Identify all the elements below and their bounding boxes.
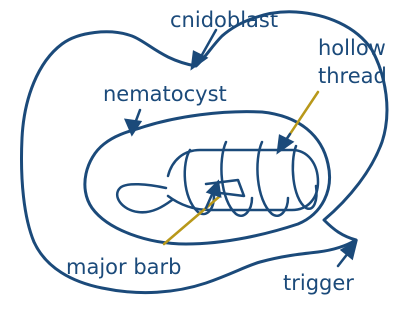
cnidoblast-pointer-arrowhead — [192, 52, 206, 68]
coiled-thread-loop — [117, 184, 172, 212]
hollow-thread-label-line2: thread — [318, 66, 387, 87]
trigger-label: trigger — [283, 273, 354, 294]
cnidoblast-label: cnidoblast — [170, 10, 278, 31]
hollow-thread-coil-2 — [221, 142, 252, 216]
major-barb-label: major barb — [66, 257, 181, 278]
hollow-thread-coil-3 — [257, 142, 288, 216]
hollow-thread-label-line1: hollow — [318, 38, 386, 59]
nematocyst-label: nematocyst — [103, 84, 227, 105]
